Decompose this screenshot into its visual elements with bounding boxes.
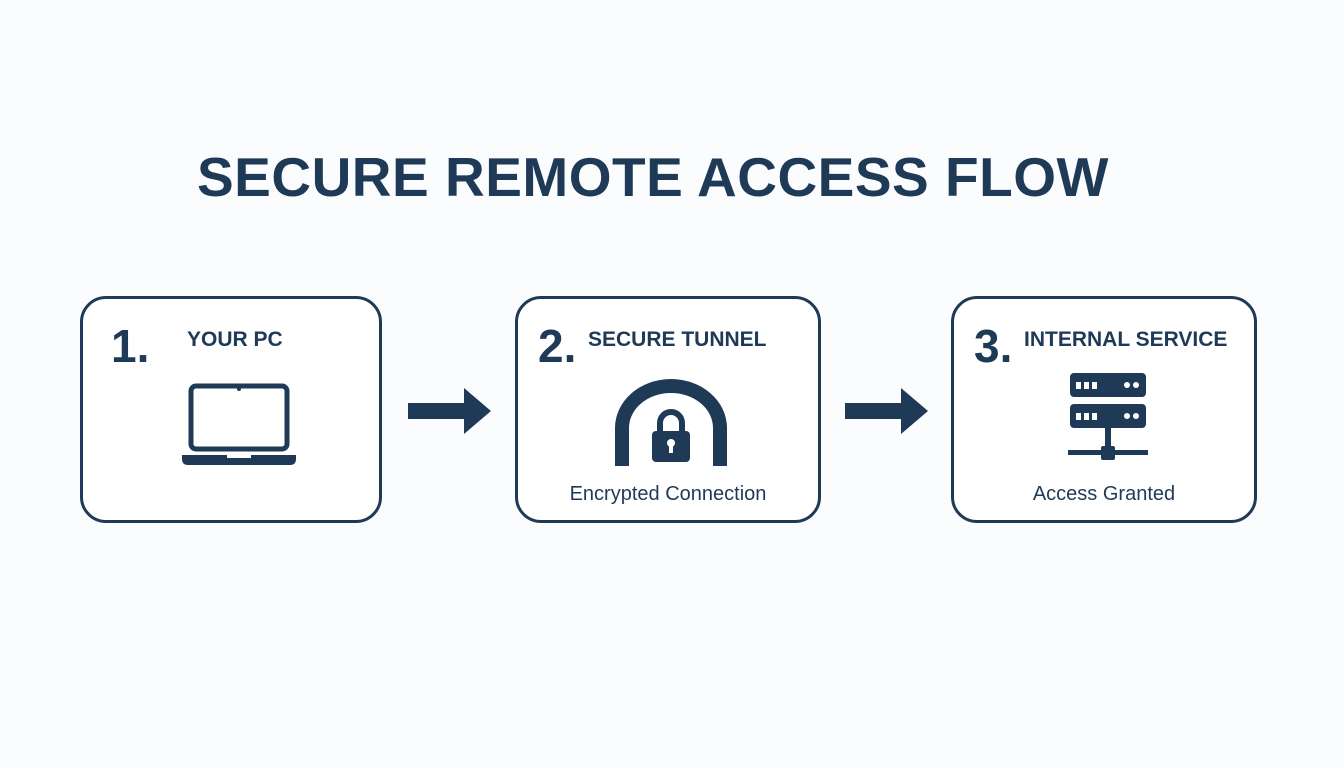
laptop-icon (182, 383, 296, 465)
step-label: SECURE TUNNEL (588, 328, 767, 351)
arrow-right-icon (845, 388, 928, 434)
lock-tunnel-icon (615, 379, 727, 466)
step-number: 3. (974, 320, 1013, 372)
step-caption: Access Granted (1032, 483, 1176, 505)
step-caption: Encrypted Connection (569, 483, 767, 505)
step-number: 2. (538, 320, 577, 372)
server-icon (1068, 373, 1148, 460)
step-card-your-pc: 1. YOUR PC (80, 296, 382, 523)
step-label: INTERNAL SERVICE (1024, 328, 1228, 351)
step-label: YOUR PC (187, 328, 283, 351)
step-card-secure-tunnel: 2. SECURE TUNNEL Encrypted Connection (515, 296, 821, 523)
step-number: 1. (111, 320, 150, 372)
arrow-right-icon (408, 388, 491, 434)
diagram-title: SECURE REMOTE ACCESS FLOW (197, 146, 1109, 208)
step-card-internal-service: 3. INTERNAL SERVICE Access Granted (951, 296, 1257, 523)
